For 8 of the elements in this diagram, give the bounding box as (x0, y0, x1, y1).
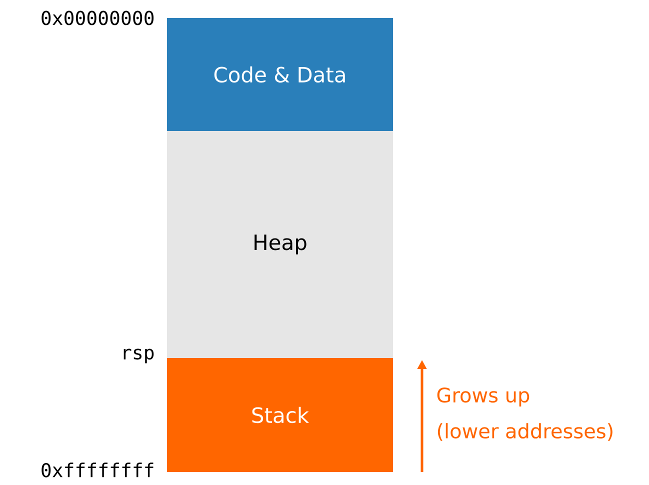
memory-segment: Code & Data (167, 18, 393, 131)
address-label: rsp (124, 348, 154, 364)
address-label: 0x00000000 (42, 10, 154, 26)
note-text: (lower addresses) (438, 423, 612, 441)
note-text: Grows up (437, 388, 530, 406)
memory-segment: Stack (167, 358, 393, 472)
address-label: 0xffffffff (42, 462, 154, 478)
memory-segment: Heap (167, 131, 393, 358)
